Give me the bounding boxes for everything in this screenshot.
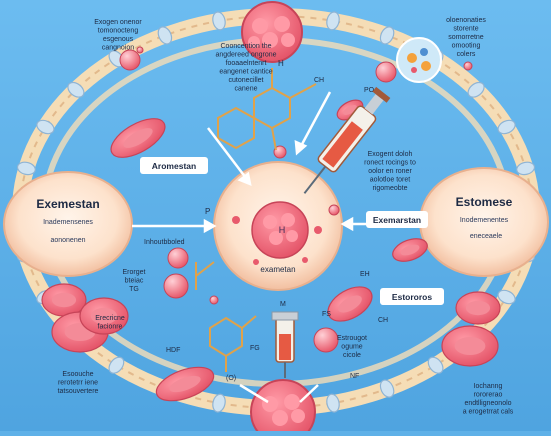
right-cell: Estomese Inodemenentes eneceaele	[419, 167, 549, 277]
capsule-bubble	[396, 37, 442, 83]
membrane-stud	[379, 26, 395, 45]
chem-o: (O)	[226, 375, 236, 382]
svg-text:Estororos: Estororos	[392, 292, 432, 302]
membrane-stud	[16, 161, 36, 176]
small-ball	[463, 61, 473, 71]
membrane-stud	[212, 393, 226, 413]
red-disc	[327, 286, 373, 322]
left-cell-line-1: Inademensenes	[43, 219, 93, 226]
chem-m: M	[280, 301, 286, 308]
chem-p: P	[205, 207, 210, 216]
chem-po: PO	[364, 87, 375, 94]
left-cell-line-2: aononenen	[50, 237, 85, 244]
chem-h-top: H	[278, 59, 284, 68]
membrane-stud	[497, 119, 516, 135]
small-ball	[273, 145, 287, 159]
small-ball	[375, 61, 397, 83]
membrane-stud	[108, 356, 125, 374]
small-ball	[209, 295, 219, 305]
chem-hdf: HDF	[166, 347, 180, 354]
small-ball	[167, 247, 189, 269]
tag-estororos: Estororos	[380, 288, 444, 305]
svg-text:Aromestan: Aromestan	[152, 161, 196, 171]
right-cell-title: Estomese	[456, 195, 513, 209]
bottom-enzyme-cluster	[250, 379, 316, 436]
membrane-stud	[497, 289, 516, 305]
membrane-stud	[467, 81, 485, 98]
membrane-stud	[36, 119, 55, 135]
central-cell: H exametan	[213, 161, 343, 291]
vial	[271, 311, 299, 378]
tag-aromestan: Aromestan	[140, 157, 208, 174]
small-ball	[313, 327, 339, 353]
chem-nf: NF	[350, 373, 359, 380]
small-balls	[119, 46, 473, 353]
membrane-stud	[326, 393, 340, 413]
chem-fg: FG	[250, 345, 260, 352]
red-disc	[455, 291, 501, 325]
red-disc	[79, 297, 129, 335]
enzyme-core	[251, 201, 309, 259]
red-disc	[110, 118, 166, 158]
membrane-stud	[379, 379, 395, 398]
left-cell: Exemestan Inademensenes aononenen	[3, 171, 133, 277]
membrane-stud	[427, 356, 444, 374]
membrane-stud	[157, 26, 173, 45]
small-ball	[163, 273, 189, 299]
tag-exemarstan: Exemarstan	[366, 211, 428, 228]
membrane-stud	[212, 11, 226, 31]
chem-ch: CH	[314, 77, 324, 84]
membrane-stud	[67, 81, 85, 98]
red-disc	[441, 325, 499, 367]
center-label: exametan	[260, 265, 295, 274]
right-cell-line-2: eneceaele	[470, 233, 502, 240]
left-mid-label: Inhoutbboled	[144, 239, 185, 246]
top-enzyme-cluster	[241, 1, 303, 63]
small-ball	[328, 204, 340, 216]
chem-eh: EH	[360, 271, 370, 278]
chem-fs: FS	[322, 311, 331, 318]
small-ball	[119, 49, 141, 71]
chem-ch2: CH	[378, 317, 388, 324]
membrane-stud	[516, 161, 536, 176]
svg-text:Exemarstan: Exemarstan	[373, 215, 421, 225]
red-discs	[41, 99, 501, 402]
molecule-top	[217, 68, 317, 151]
red-disc	[392, 238, 428, 262]
red-disc	[41, 283, 87, 317]
left-cell-title: Exemestan	[36, 197, 99, 211]
small-ball	[136, 46, 144, 54]
center-h-label: H	[279, 225, 286, 235]
right-cell-line-1: Inodemenentes	[460, 217, 509, 224]
red-disc	[155, 366, 215, 402]
syringe	[303, 86, 391, 194]
molecule-bottom-left	[195, 261, 257, 372]
membrane-stud	[326, 11, 340, 31]
